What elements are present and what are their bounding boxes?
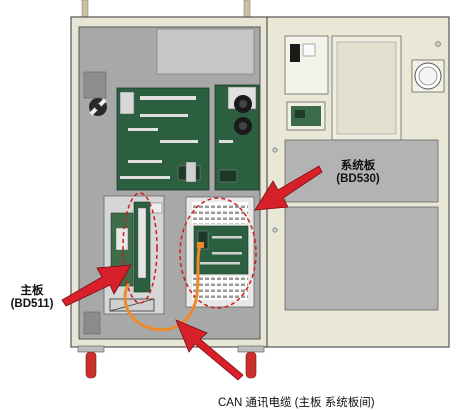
rotary-switch-icon: [89, 98, 107, 116]
power-module: [214, 84, 260, 191]
main-board-label: 主板 (BD511): [4, 285, 60, 311]
main-board-highlight: [122, 192, 158, 304]
main-board-bd511: [103, 195, 165, 315]
main-board-name: 主板: [20, 285, 44, 297]
castor-right: [237, 345, 265, 379]
arrow-to-main-board: [61, 264, 132, 307]
system-board-name: 系统板: [340, 160, 376, 172]
arrow-to-can-cable: [175, 319, 244, 381]
can-cable-label: CAN 通讯电缆 (主板 系统板间): [218, 397, 375, 409]
system-board-code: (BD530): [336, 173, 380, 185]
system-board-label: 系统板 (BD530): [322, 160, 394, 186]
castor-left: [77, 345, 105, 379]
top-circuit-board: [116, 87, 210, 191]
main-board-code: (BD511): [10, 298, 54, 310]
system-board-highlight: [179, 197, 257, 309]
arrow-to-system-board: [254, 165, 323, 211]
